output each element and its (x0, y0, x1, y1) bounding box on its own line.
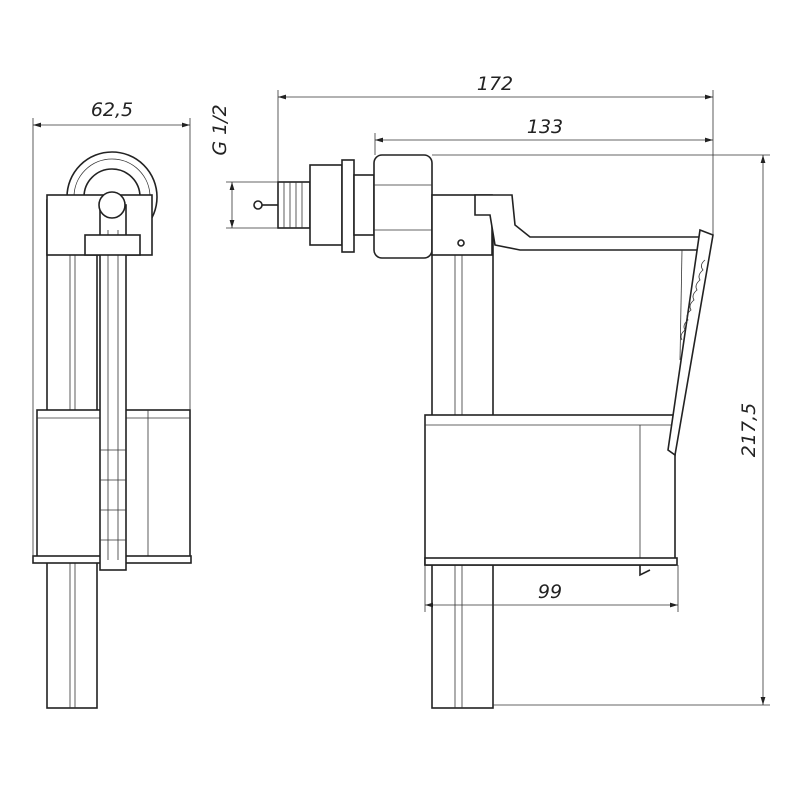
dim-width-side: 62,5 (91, 99, 133, 121)
front-view (253, 154, 714, 709)
side-view (32, 151, 192, 709)
lock-nut (373, 154, 433, 259)
front-float (424, 414, 676, 566)
side-lever (99, 204, 127, 571)
dim-arm-length: 133 (527, 116, 563, 138)
dim-float-width: 99 (538, 581, 562, 603)
dim-height: 217,5 (738, 403, 760, 457)
float-rod (667, 228, 714, 457)
thread-inlet (277, 181, 311, 229)
dim-thread: G 1/2 (209, 104, 231, 155)
dimensions: 62,5 172 133 217,5 99 G 1/2 (32, 73, 770, 706)
lever-arm (474, 194, 706, 251)
dim-total-length: 172 (477, 73, 513, 95)
